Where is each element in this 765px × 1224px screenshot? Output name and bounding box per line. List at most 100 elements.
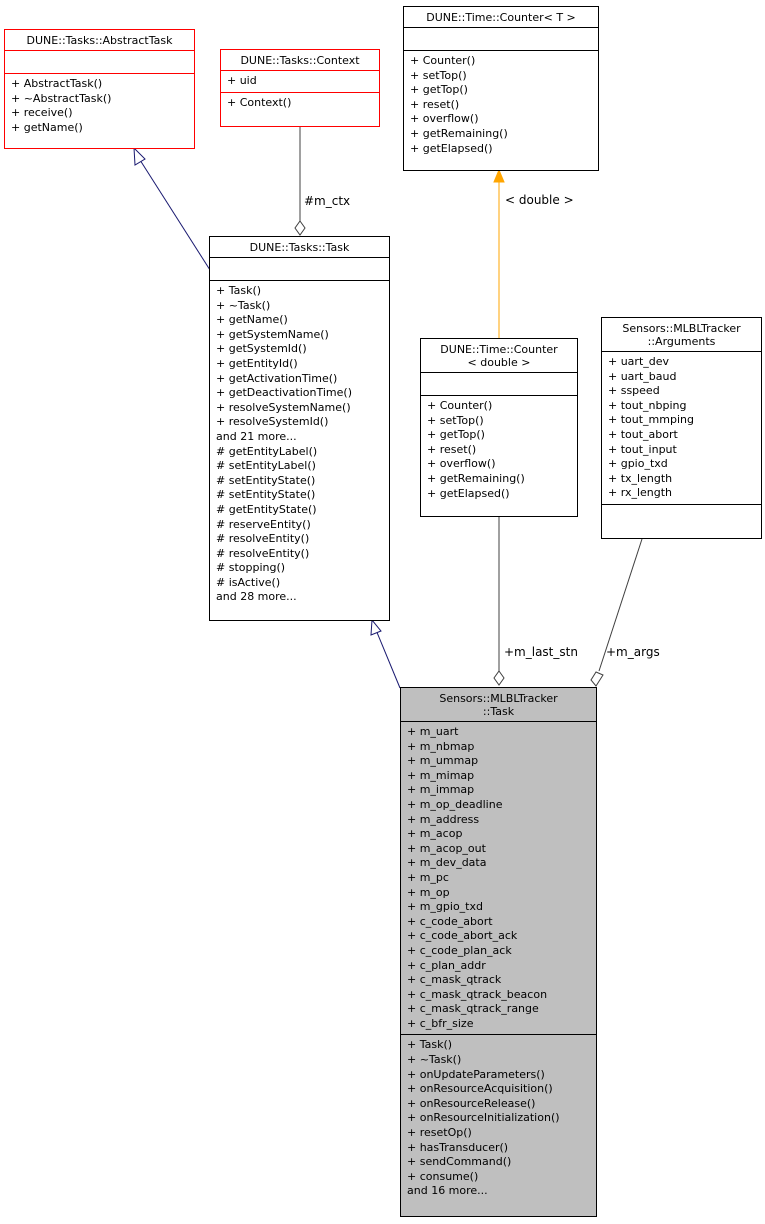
inheritance-edge-task-abstracttask [139, 159, 211, 271]
method-item: # resolveEntity() [216, 546, 310, 560]
class-name: Sensors::MLBLTracker::Task [401, 688, 596, 721]
method-item: + getSystemName() [216, 327, 329, 341]
edge-label-ctx: #m_ctx [304, 194, 351, 208]
method-item: + ~Task() [407, 1053, 462, 1067]
methods-section: + AbstractTask()+ ~AbstractTask()+ recei… [5, 73, 194, 138]
methods-section: + Counter()+ setTop()+ getTop()+ reset()… [404, 50, 598, 159]
attribute-item: + uart_baud [608, 369, 677, 383]
class-name: DUNE::Time::Counter< double > [421, 339, 577, 372]
attribute-item: + c_code_plan_ack [407, 943, 512, 957]
attribute-item: + c_mask_qtrack [407, 973, 502, 987]
edge-label-template-param: < double > [505, 193, 574, 207]
class-name-line: DUNE::Tasks::Task [249, 241, 350, 254]
attribute-item: + m_immap [407, 783, 475, 797]
method-item: + getRemaining() [427, 471, 525, 485]
aggregation-edge-args [598, 538, 643, 672]
method-item: + resetOp() [407, 1126, 472, 1140]
class-counter-template[interactable]: DUNE::Time::Counter< T >+ Counter()+ set… [403, 6, 599, 171]
attribute-item: + m_dev_data [407, 856, 487, 870]
attributes-section: + uid [221, 70, 379, 92]
attribute-item: + c_plan_addr [407, 958, 486, 972]
method-item: + hasTransducer() [407, 1140, 509, 1154]
method-item: + getName() [216, 313, 288, 327]
method-item: and 28 more... [216, 590, 297, 604]
class-name: Sensors::MLBLTracker::Arguments [602, 318, 761, 351]
attribute-item: + c_mask_qtrack_range [407, 1002, 539, 1016]
methods-section: + Task()+ ~Task()+ onUpdateParameters()+… [401, 1034, 596, 1202]
method-item: + Task() [216, 284, 262, 297]
method-item: + Counter() [427, 399, 493, 412]
attributes-section [210, 257, 389, 280]
method-item: + reset() [410, 97, 460, 111]
aggregation-diamond-args [590, 671, 604, 687]
attribute-item: + m_nbmap [407, 739, 475, 753]
attributes-section: + uart_dev+ uart_baud+ sspeed+ tout_nbpi… [602, 351, 761, 504]
class-name-line: DUNE::Tasks::Context [240, 54, 360, 67]
method-item: + getElapsed() [427, 486, 510, 500]
class-name-line: ::Task [482, 705, 515, 718]
method-item: + setTop() [410, 68, 467, 82]
class-name-line: DUNE::Time::Counter [440, 343, 558, 356]
attribute-item: + m_mimap [407, 768, 475, 782]
method-item: # reserveEntity() [216, 517, 311, 531]
attribute-item: + m_address [407, 812, 480, 826]
method-item: + getEntityId() [216, 356, 298, 370]
attribute-item: + c_mask_qtrack_beacon [407, 987, 548, 1001]
attributes-section [421, 372, 577, 395]
method-item: + getTop() [410, 83, 468, 97]
inheritance-arrowhead-abstracttask [133, 146, 146, 166]
attribute-item: + m_gpio_txd [407, 900, 483, 914]
class-name-line: Sensors::MLBLTracker [439, 692, 558, 705]
attribute-item: + m_acop_out [407, 841, 486, 855]
attribute-item: + c_code_abort [407, 914, 493, 928]
method-item: # isActive() [216, 575, 281, 589]
attribute-item: + tout_nbping [608, 398, 687, 412]
attributes-section [404, 27, 598, 50]
attribute-item: + m_uart [407, 725, 459, 738]
edge-label-args: +m_args [606, 645, 660, 659]
edge-label-last-stn: +m_last_stn [504, 645, 578, 659]
attribute-item: + m_acop [407, 827, 463, 841]
attribute-item: + m_op_deadline [407, 797, 503, 811]
class-tasks-task[interactable]: DUNE::Tasks::Task+ Task()+ ~Task()+ getN… [209, 236, 390, 621]
attributes-section: + m_uart+ m_nbmap+ m_ummap+ m_mimap+ m_i… [401, 721, 596, 1034]
method-item: # getEntityState() [216, 502, 317, 516]
class-mlbl-tracker-task[interactable]: Sensors::MLBLTracker::Task+ m_uart+ m_nb… [400, 687, 597, 1217]
method-item: + getRemaining() [410, 126, 508, 140]
method-item: + ~Task() [216, 298, 271, 312]
attribute-item: + tout_mmping [608, 413, 694, 427]
method-item: + getElapsed() [410, 141, 493, 155]
attribute-item: + tx_length [608, 471, 673, 485]
methods-section: + Task()+ ~Task()+ getName()+ getSystemN… [210, 280, 389, 608]
method-item: + setTop() [427, 413, 484, 427]
attributes-section [5, 50, 194, 73]
attribute-item: + tout_input [608, 442, 677, 456]
class-name: DUNE::Tasks::Context [221, 50, 379, 70]
class-name-line: DUNE::Time::Counter< T > [426, 11, 576, 24]
method-item: + overflow() [410, 112, 479, 126]
method-item: + getName() [11, 120, 83, 134]
class-abstract-task[interactable]: DUNE::Tasks::AbstractTask+ AbstractTask(… [4, 29, 195, 149]
methods-section: + Counter()+ setTop()+ getTop()+ reset()… [421, 395, 577, 504]
inheritance-edge-mlbl-task [375, 629, 401, 689]
class-counter-double[interactable]: DUNE::Time::Counter< double >+ Counter()… [420, 338, 578, 517]
attribute-item: + m_pc [407, 870, 449, 884]
class-arguments[interactable]: Sensors::MLBLTracker::Arguments+ uart_de… [601, 317, 762, 539]
class-name: DUNE::Tasks::AbstractTask [5, 30, 194, 50]
method-item: + ~AbstractTask() [11, 91, 112, 105]
method-item: + overflow() [427, 457, 496, 471]
method-item: # stopping() [216, 561, 286, 575]
method-item: # resolveEntity() [216, 532, 310, 546]
methods-section: + Context() [221, 91, 379, 114]
method-item: # setEntityState() [216, 488, 316, 502]
attribute-item: + sspeed [608, 384, 660, 398]
class-context[interactable]: DUNE::Tasks::Context+ uid+ Context() [220, 49, 380, 127]
inheritance-arrowhead-tasks-task [370, 618, 382, 636]
method-item: + getActivationTime() [216, 371, 338, 385]
class-name-line: ::Arguments [647, 335, 716, 348]
attribute-item: + tout_abort [608, 427, 678, 441]
method-item: + Counter() [410, 54, 476, 67]
method-item: + getDeactivationTime() [216, 386, 352, 400]
method-item: + getSystemId() [216, 342, 307, 356]
